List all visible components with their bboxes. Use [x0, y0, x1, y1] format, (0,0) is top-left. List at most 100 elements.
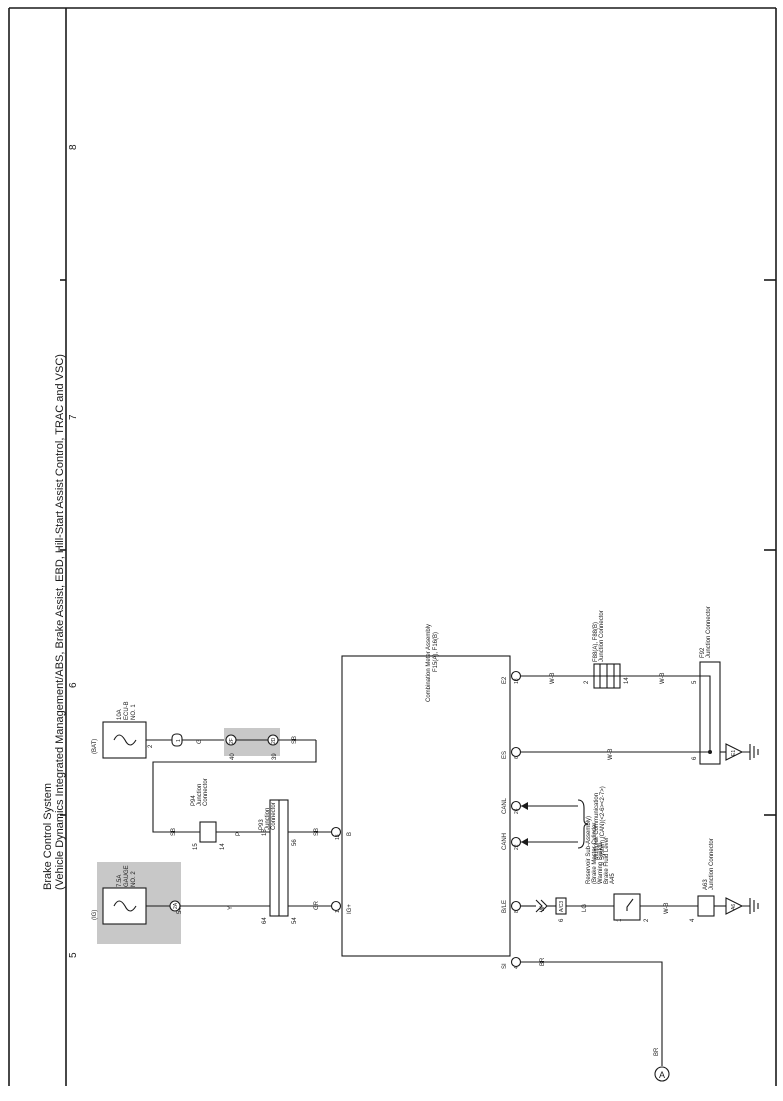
p94-name2: Connector — [203, 778, 209, 806]
svg-text:ES: ES — [502, 751, 508, 759]
wire-color-wb-2: W-B — [608, 748, 614, 760]
svg-text:CANH: CANH — [502, 833, 508, 850]
inline-connector-39-pin: 39 — [272, 753, 278, 760]
meter-pin-b — [330, 826, 342, 838]
p94-pin-15: 15 — [193, 843, 199, 850]
f88-name: Junction Connector — [599, 610, 605, 662]
switch-desc-1: Brake Fluid Level — [604, 838, 610, 884]
switch-desc-4: Reservoir Sub-Assembly) — [586, 816, 592, 884]
f92-id: F92 — [700, 647, 706, 658]
ecu-b-fuse-icon — [113, 734, 137, 746]
a63-pin: 4 — [690, 918, 696, 922]
combination-meter-box — [341, 655, 511, 957]
p94-name: Junction — [197, 784, 203, 806]
title-line-2: (Vehicle Dynamics Integrated Management/… — [54, 354, 66, 890]
wire-color-sb-1: SB — [292, 736, 298, 744]
gauge-fuse-number: NO. 2 — [131, 871, 137, 887]
wire-color-br-2: BR — [654, 1047, 660, 1056]
f88-pin-14: 14 — [624, 677, 630, 684]
f92-name: Junction Connector — [706, 606, 712, 658]
ecu-b-fuse-pin: 2 — [148, 744, 154, 748]
inline-connector-40-tag: 2F — [229, 738, 235, 744]
can-brace — [577, 799, 589, 849]
bat-inline-pin: 1 — [176, 739, 182, 742]
svg-text:18: 18 — [514, 678, 520, 684]
column-number-7: 7 — [68, 414, 79, 420]
a63-junction-connector — [697, 895, 715, 917]
svg-text:8: 8 — [514, 910, 520, 913]
can-label-line-1: Multiplex Communication — [594, 793, 600, 860]
meter-pin-b-name: B — [347, 832, 353, 836]
p93-name2: Connector — [271, 802, 277, 830]
meter-pin-canl: 24 CANL — [502, 797, 522, 814]
switch-contact-icon — [626, 898, 634, 911]
p94-junction-connector — [199, 821, 217, 843]
gauge-fuse-name: GAUGE — [124, 865, 130, 887]
svg-text:22: 22 — [514, 844, 520, 850]
wire-color-p: P — [236, 832, 242, 836]
wire-color-sb-3: SB — [314, 828, 320, 836]
meter-pin-es: 6 ES — [502, 746, 522, 759]
a-c3-pin: 6 — [559, 918, 565, 922]
switch-pin-2: 2 — [644, 918, 650, 922]
wire-color-lg: LG — [582, 904, 588, 912]
gauge-fuse-rating: 7.5A — [117, 875, 123, 887]
meter-pin-b-le: 8 B/LE — [502, 900, 522, 913]
switch-pin-1: 1 — [617, 918, 623, 922]
f88-pin-2: 2 — [584, 680, 590, 684]
p93-pin-56: 56 — [292, 839, 298, 846]
svg-text:SI: SI — [502, 963, 508, 969]
gauge-fuse-pin: 54 — [177, 907, 183, 914]
column-number-6: 6 — [68, 682, 79, 688]
a63-name: Junction Connector — [709, 838, 715, 890]
wire-color-wb-4: W-B — [660, 672, 666, 684]
ecu-b-fuse-rating: 10A — [117, 709, 123, 720]
can-arrowheads — [521, 802, 528, 846]
svg-text:CANL: CANL — [502, 797, 508, 814]
p93-id: P93 — [259, 819, 265, 830]
switch-id: A45 — [610, 873, 616, 884]
meter-pin-ig — [330, 900, 342, 912]
ground-a6-marker — [725, 897, 744, 915]
meter-pin-ig-name: IG+ — [347, 904, 353, 914]
p93-pin-54: 54 — [292, 917, 298, 924]
wire-color-wb-3: W-B — [550, 672, 556, 684]
ig-source-label: (IG) — [92, 910, 98, 920]
wire-color-br-1: BR — [540, 957, 546, 966]
svg-text:24: 24 — [514, 808, 520, 814]
wire-color-sb-2: SB — [171, 828, 177, 836]
meter-pin-ig-number: 1 — [335, 910, 341, 913]
svg-text:4: 4 — [514, 966, 520, 969]
ground-a6-label: A6 — [731, 904, 737, 910]
reference-marker-a-label: A — [659, 1070, 665, 1080]
p94-pin-14: 14 — [220, 843, 226, 850]
meter-name: Combination Meter Assembly — [426, 624, 432, 702]
ground-e1-marker — [725, 743, 744, 761]
switch-desc-3: (Brake Master Cylinder — [592, 823, 598, 884]
wire-color-wb-1: W-B — [664, 902, 670, 914]
column-number-5: 5 — [68, 952, 79, 958]
brake-fluid-level-switch — [613, 893, 641, 921]
a-c3-id: A/C3 — [559, 901, 565, 912]
inline-connector-40-pin: 40 — [230, 753, 236, 760]
f88-id: F88(A), F88(B) — [593, 622, 599, 662]
reference-marker-a — [654, 1066, 670, 1082]
ig-inline-pin: 2A — [173, 902, 179, 909]
meter-pin-e2: 18 E2 — [502, 670, 522, 684]
wire-color-w: W — [540, 906, 546, 912]
wire-color-gr: GR — [314, 900, 320, 910]
p93-name: Junction — [265, 808, 271, 830]
ground-e1-label: E1 — [731, 750, 737, 756]
bat-source-label: (BAT) — [92, 739, 98, 754]
ecu-b-fuse-number: NO. 1 — [131, 704, 137, 720]
ground-e1-icon — [742, 744, 759, 760]
switch-desc-2: Warning Switch — [598, 843, 604, 884]
ecu-b-fuse-name: ECU-B — [124, 701, 130, 720]
svg-text:B/LE: B/LE — [502, 900, 508, 913]
can-label-line-2: System (CAN)(<2-6><2-7>) — [600, 786, 606, 860]
meter-id: F15(A), F16(B) — [433, 632, 439, 672]
column-ticks — [60, 279, 776, 816]
ground-a6-icon — [742, 898, 759, 914]
